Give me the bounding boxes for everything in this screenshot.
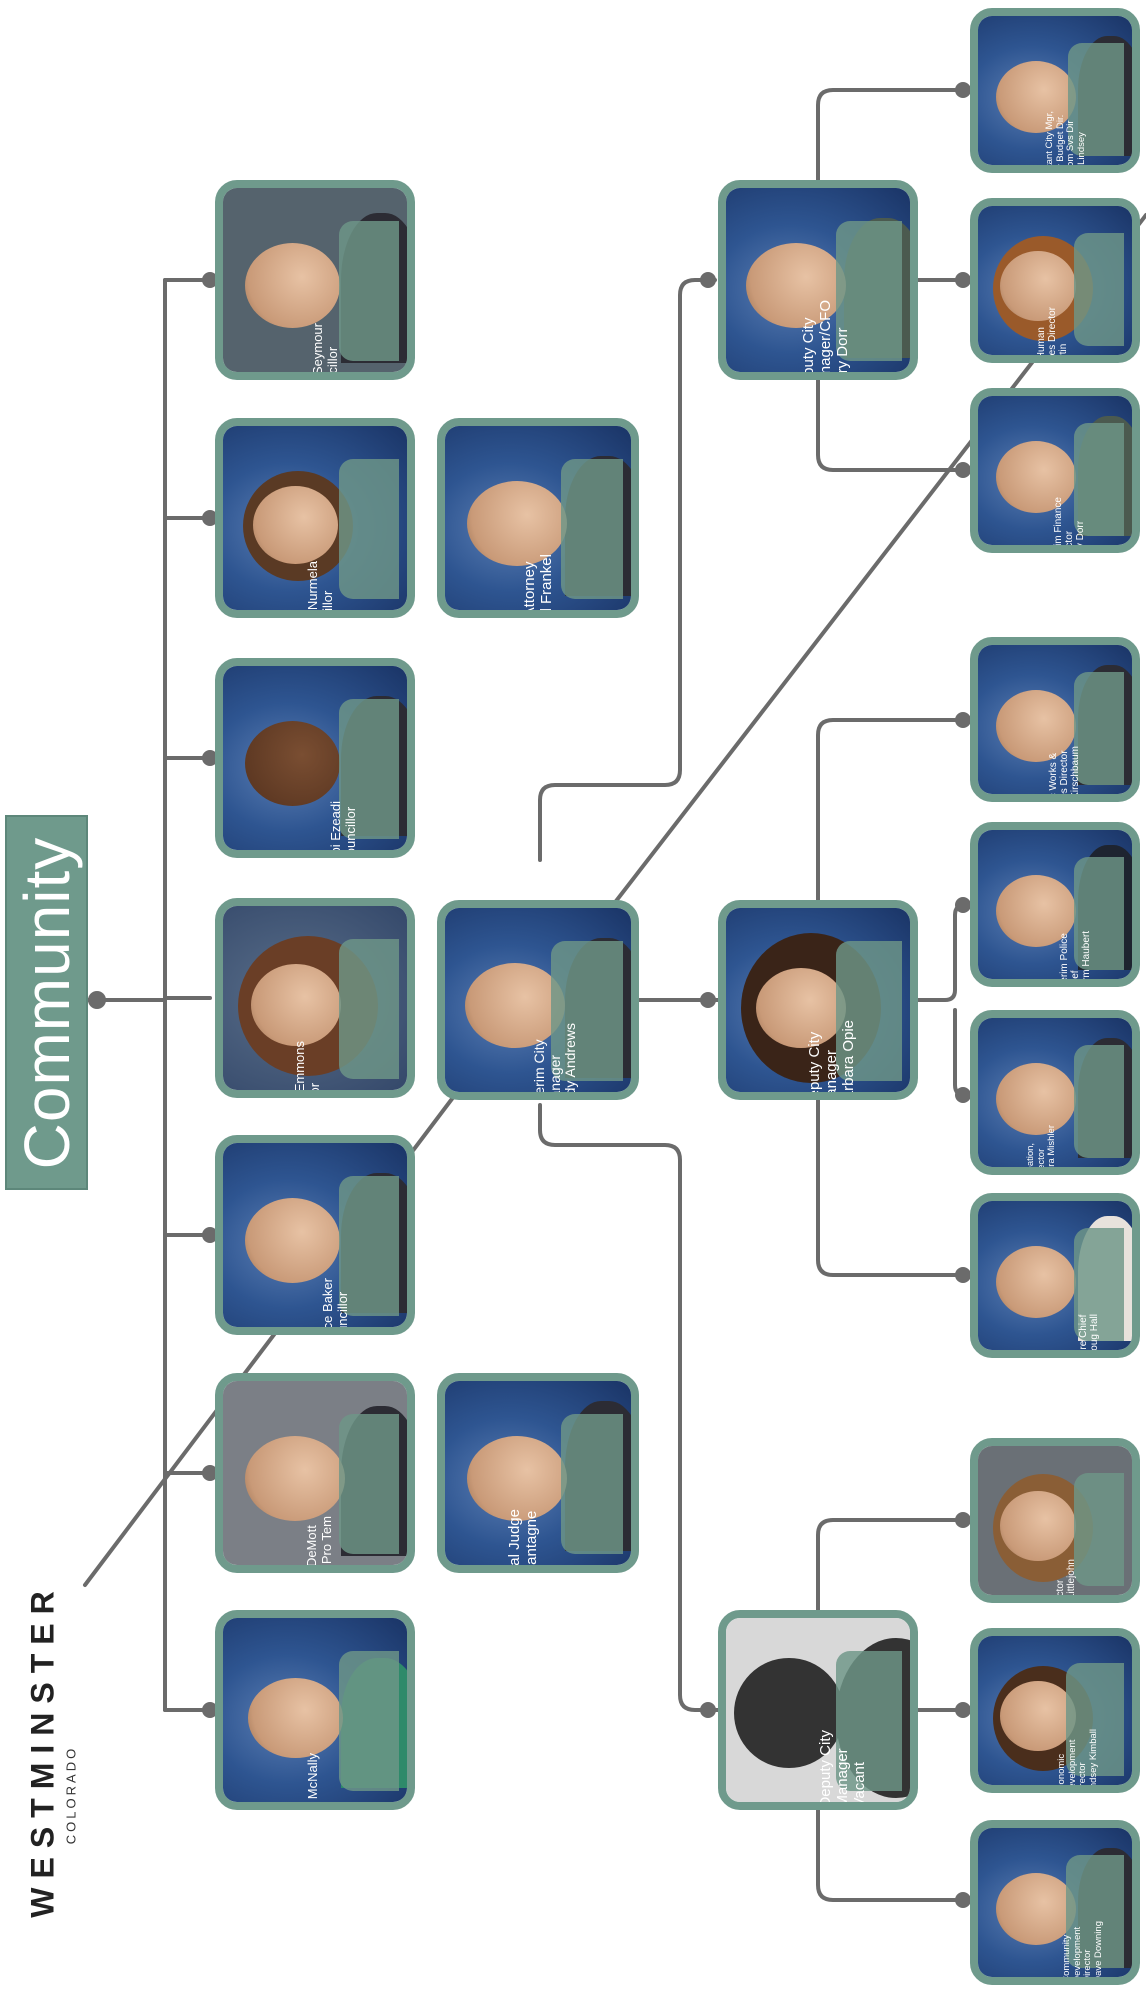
label-plate — [836, 221, 902, 361]
label-plate — [1066, 1854, 1124, 1969]
card-councillor-emmons[interactable]: Lindsey Emmons Councillor — [215, 898, 415, 1098]
label-plate — [339, 939, 399, 1079]
face — [996, 61, 1076, 133]
card-interim-finance-director[interactable]: Interim Finance Director Larry Dorr — [970, 388, 1140, 553]
brand-state: COLORADO — [63, 1745, 79, 1845]
person-label: Interim Police Chief Norm Haubert — [1059, 931, 1093, 987]
person-label: Parks, Recreation, Libraries Director To… — [1025, 1125, 1058, 1175]
person-label: Economic Development Director Lindsey Ki… — [1056, 1728, 1100, 1793]
person-label: Deputy City Manager Barbara Opie — [805, 1019, 857, 1100]
brand-name: WESTMINSTER — [24, 1582, 61, 1918]
card-deputy-vacant[interactable]: Deputy City Manager Vacant — [718, 1610, 918, 1810]
label-plate — [339, 1176, 399, 1316]
person-label: IT Director Emily Littlejohn — [1054, 1558, 1077, 1603]
face — [251, 964, 341, 1046]
face — [248, 1678, 343, 1758]
card-public-works-utilities-director[interactable]: Public Works & Utilities Director Max Ki… — [970, 637, 1140, 802]
avatar-placeholder-icon — [734, 1658, 844, 1768]
card-deputy-dorr[interactable]: Deputy City Manager/CFO Larry Dorr — [718, 180, 918, 380]
card-assistant-city-manager[interactable]: Assistant City Mgr, Policy Budget Dir. I… — [970, 8, 1140, 173]
face — [253, 486, 338, 564]
person-label: Interim Human Resources Director Dee Mar… — [1036, 307, 1069, 363]
card-parks-recreation-libraries-director[interactable]: Parks, Recreation, Libraries Director To… — [970, 1010, 1140, 1175]
card-councillor-ezeadi[interactable]: Obi Ezeadi Councillor — [215, 658, 415, 858]
card-councillor-seymour[interactable]: Rich Seymour Councillor — [215, 180, 415, 380]
label-plate — [561, 1414, 623, 1554]
label-plate — [1074, 1044, 1124, 1159]
label-plate — [561, 459, 623, 599]
card-councillor-baker[interactable]: Bruce Baker Councillor — [215, 1135, 415, 1335]
face — [996, 690, 1076, 762]
label-plate — [551, 941, 623, 1081]
person-label: City Attorney David Frankel — [521, 554, 556, 618]
card-interim-city-manager[interactable]: Interim City Manager Jody Andrews — [437, 900, 639, 1100]
label-plate — [1068, 42, 1124, 157]
label-plate — [1074, 1227, 1124, 1342]
card-it-director[interactable]: IT Director Emily Littlejohn — [970, 1438, 1140, 1603]
face — [467, 481, 567, 566]
community-node[interactable]: Community — [5, 815, 88, 1190]
person-label: Deputy City Manager/CFO Larry Dorr — [799, 299, 851, 380]
face — [996, 1873, 1076, 1945]
label-plate — [339, 459, 399, 599]
person-label: Assistant City Mgr, Policy Budget Dir. I… — [1044, 110, 1088, 173]
person-label: David DeMott Mayor Pro Tem — [304, 1515, 334, 1573]
card-deputy-opie[interactable]: Deputy City Manager Barbara Opie — [718, 900, 918, 1100]
card-mayor[interactable]: Nancy McNally Mayor — [215, 1610, 415, 1810]
card-city-attorney[interactable]: City Attorney David Frankel — [437, 418, 639, 618]
face — [245, 243, 340, 328]
label-plate — [339, 221, 399, 361]
label-plate — [1074, 671, 1124, 786]
face — [245, 1198, 340, 1283]
face — [245, 721, 340, 806]
person-label: Municipal Judge Jason Lantagne — [505, 1509, 540, 1573]
manager-to-dorr — [538, 278, 717, 862]
westminster-logo: WESTMINSTER COLORADO — [20, 1560, 90, 1940]
label-plate — [339, 699, 399, 839]
face — [467, 1436, 567, 1521]
person-label: Bruce Baker Councillor — [320, 1277, 350, 1335]
card-fire-chief[interactable]: Fire Chief Doug Hall — [970, 1193, 1140, 1358]
person-label: Deputy City Manager Vacant — [817, 1729, 869, 1808]
card-community-development-director[interactable]: Community Development Director Dave Down… — [970, 1820, 1140, 1985]
label-plate — [836, 1651, 902, 1791]
card-municipal-judge[interactable]: Municipal Judge Jason Lantagne — [437, 1373, 639, 1573]
person-label: Obi Ezeadi Councillor — [328, 800, 358, 858]
person-label: Sarah Nurmela Councillor — [304, 560, 335, 618]
label-plate — [836, 941, 902, 1081]
label-plate — [339, 1651, 399, 1791]
card-mayor-pro-tem[interactable]: David DeMott Mayor Pro Tem — [215, 1373, 415, 1573]
person-label: Fire Chief Doug Hall — [1078, 1313, 1101, 1358]
face — [746, 243, 846, 328]
face — [1000, 1491, 1076, 1561]
manager-to-vacant — [538, 1103, 720, 1712]
person-label: Interim City Manager Jody Andrews — [530, 1022, 579, 1100]
person-label: Community Development Director Dave Down… — [1061, 1920, 1105, 1983]
person-label: Lindsey Emmons Councillor — [292, 1040, 322, 1098]
community-label: Community — [10, 836, 83, 1169]
card-interim-hr-director[interactable]: Interim Human Resources Director Dee Mar… — [970, 198, 1140, 363]
face — [465, 963, 565, 1048]
face — [996, 1063, 1076, 1135]
person-label: Nancy McNally Mayor — [305, 1752, 321, 1810]
face — [245, 1436, 345, 1521]
face — [1000, 251, 1076, 321]
person-label: Interim Finance Director Larry Dorr — [1053, 497, 1087, 553]
label-plate — [1074, 856, 1124, 971]
card-economic-development-director[interactable]: Economic Development Director Lindsey Ki… — [970, 1628, 1140, 1793]
face — [1000, 1681, 1076, 1751]
label-plate — [1074, 232, 1124, 347]
face — [996, 875, 1076, 947]
label-plate — [1074, 1472, 1124, 1587]
label-plate — [1066, 1662, 1124, 1777]
person-label: Public Works & Utilities Director Max Ki… — [1047, 746, 1081, 802]
face — [996, 1246, 1076, 1318]
face — [756, 968, 846, 1048]
card-councillor-nurmela[interactable]: Sarah Nurmela Councillor — [215, 418, 415, 618]
label-plate — [1074, 422, 1124, 537]
face — [996, 441, 1076, 513]
person-label: Rich Seymour Councillor — [310, 322, 340, 380]
card-interim-police-chief[interactable]: Interim Police Chief Norm Haubert — [970, 822, 1140, 987]
label-plate — [339, 1414, 399, 1554]
